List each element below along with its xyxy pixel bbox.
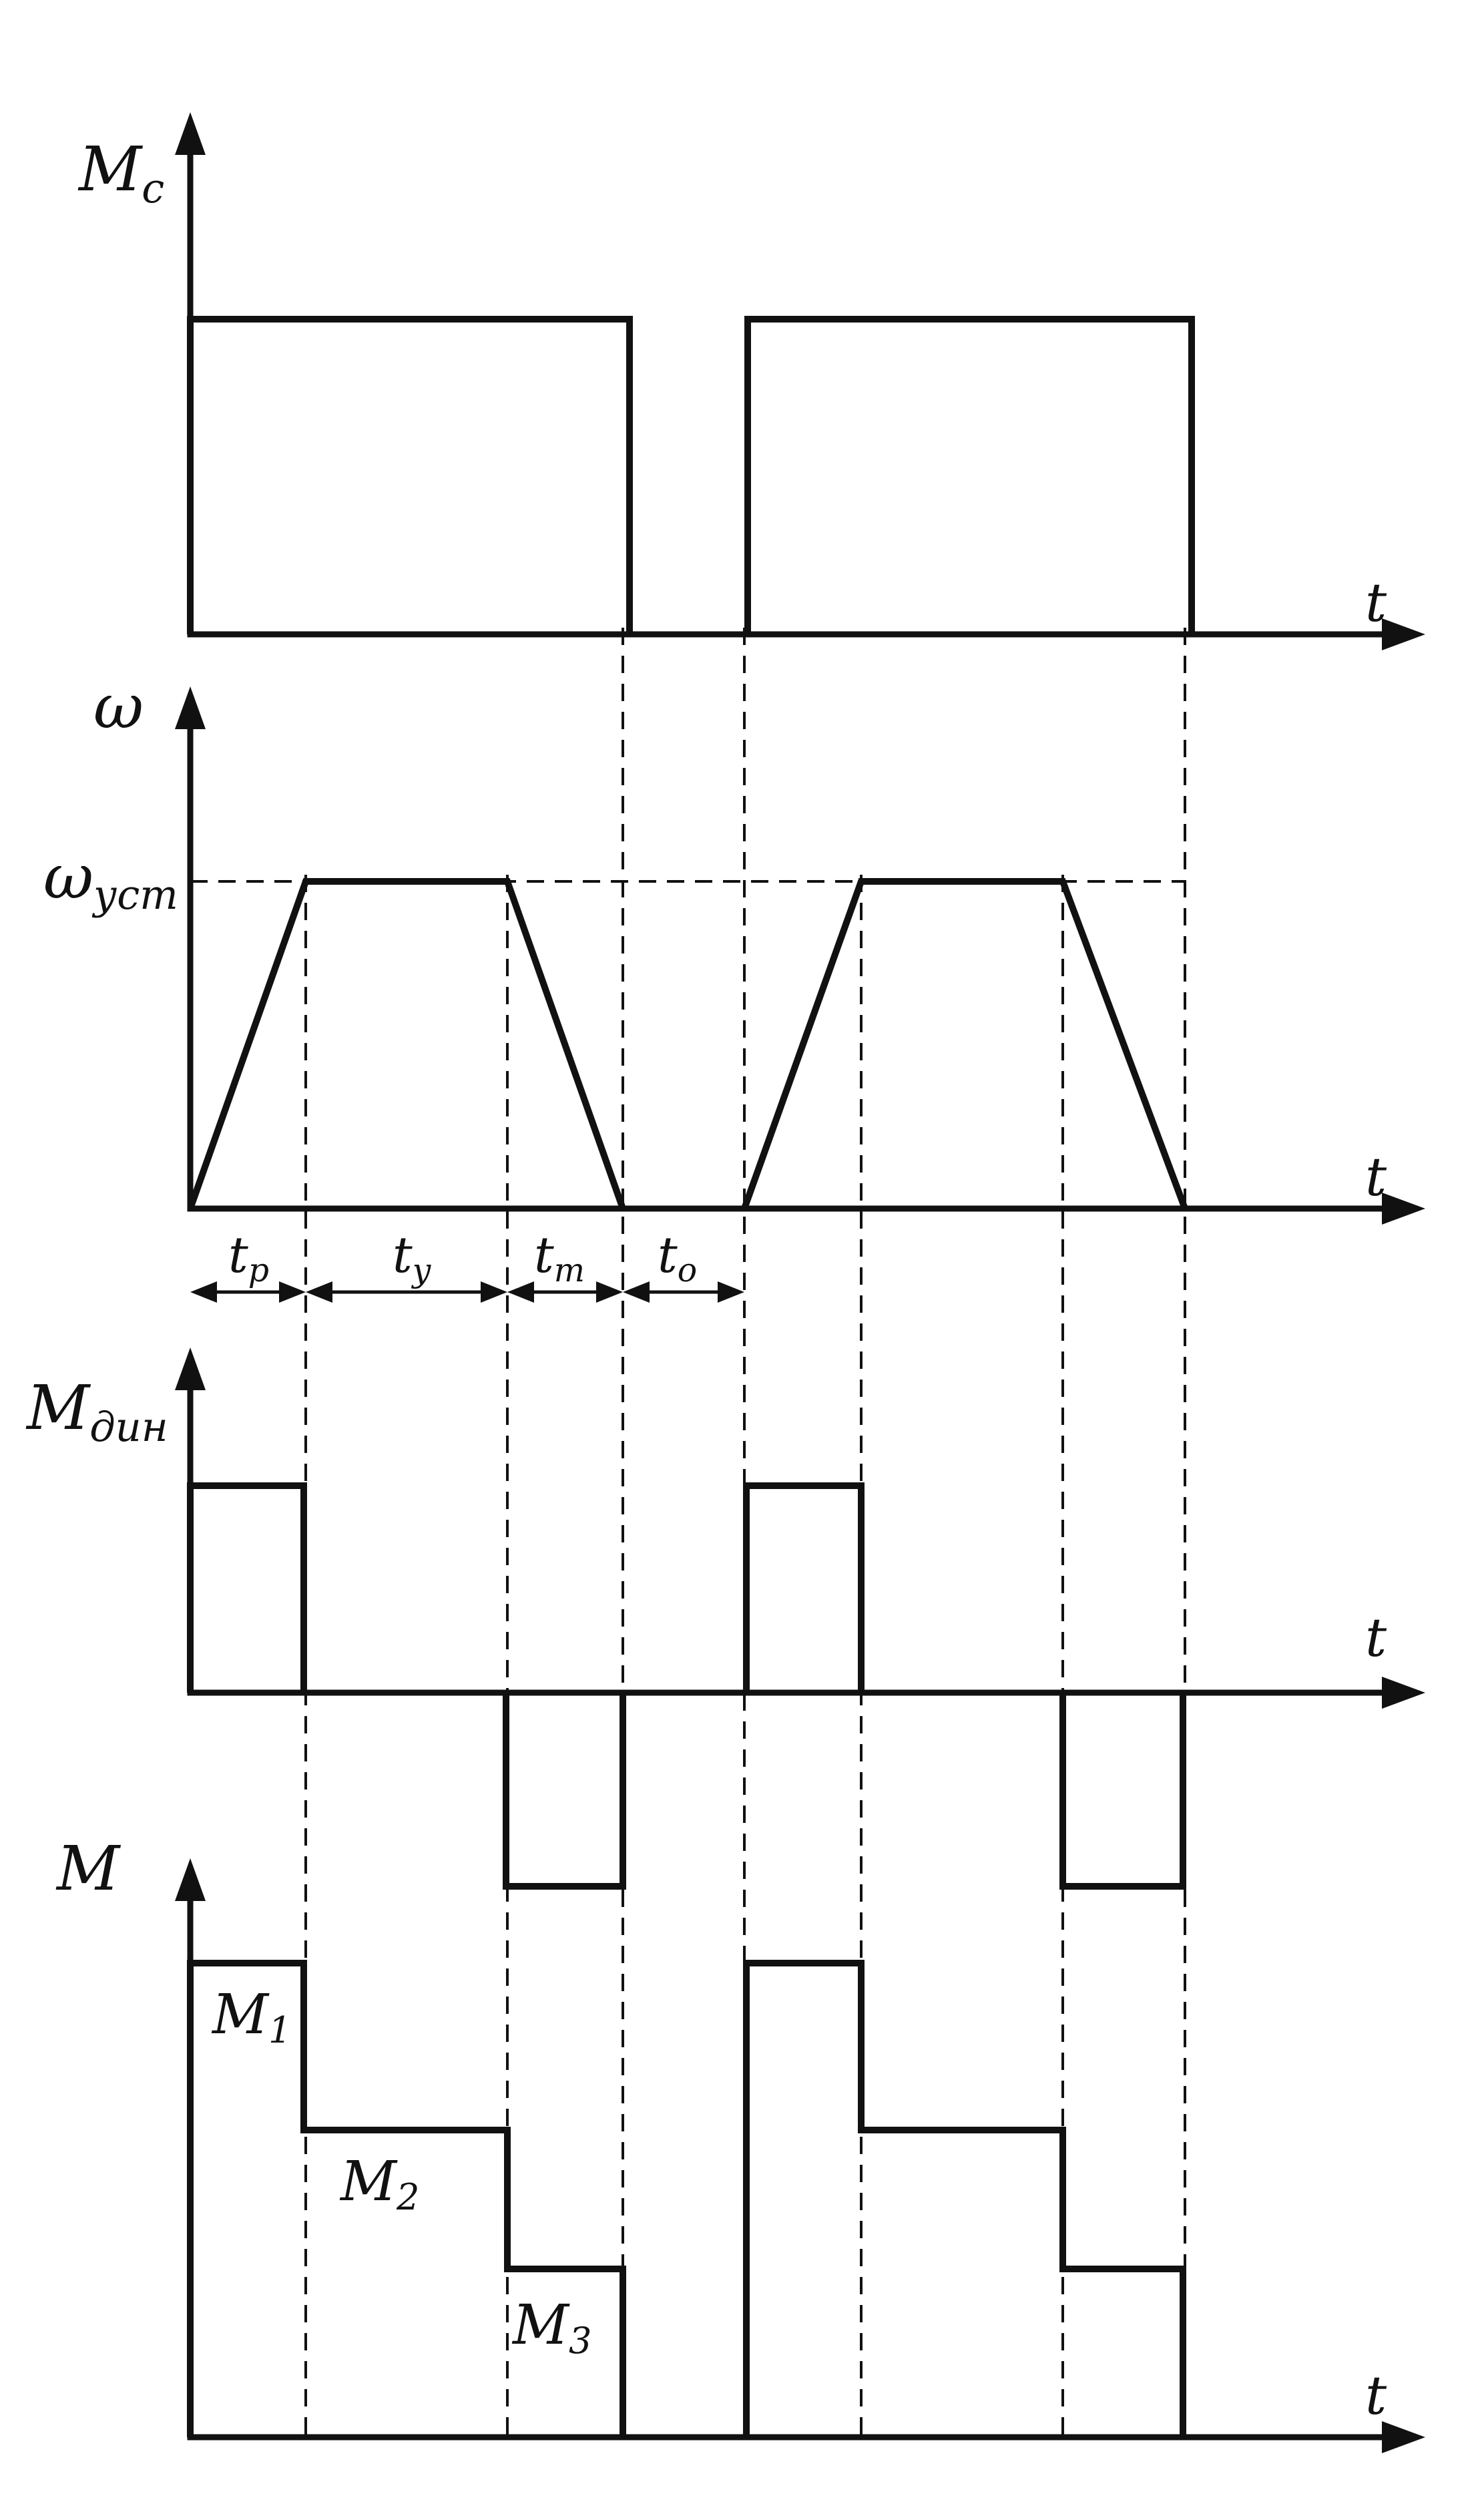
- load-torque-time-label: t: [1365, 572, 1387, 634]
- arrowhead-icon: [1382, 618, 1425, 650]
- motor-torque-trace: [187, 1960, 626, 2437]
- double-arrow-icon: [481, 1281, 507, 1303]
- load-torque-trace: [187, 316, 633, 634]
- double-arrow-icon: [190, 1281, 217, 1303]
- dynamic-torque-trace: [743, 1482, 865, 1693]
- speed-time-label: t: [1365, 1146, 1387, 1208]
- steady-speed-label: ωуст: [43, 841, 178, 919]
- speed-trace: [741, 878, 1188, 1210]
- interval-label-p: tp: [228, 1227, 269, 1289]
- arrowhead-icon: [1382, 2421, 1425, 2453]
- speed-axis-label: ω: [93, 671, 144, 743]
- guide-lines: [190, 628, 1186, 2437]
- arrowhead-icon: [175, 1858, 206, 1901]
- step-label-m3: M3: [511, 2294, 591, 2362]
- step-label-m1: M1: [211, 1983, 291, 2051]
- arrowhead-icon: [175, 1347, 206, 1390]
- interval-markers: tp ty tm to: [190, 1227, 744, 1303]
- panel-dynamic-torque: Mдин t: [25, 1347, 1425, 1890]
- double-arrow-icon: [279, 1281, 306, 1303]
- motor-torque-trace: [743, 1960, 1186, 2437]
- load-torque-axis-label: Mc: [77, 134, 164, 212]
- double-arrow-icon: [596, 1281, 623, 1303]
- arrowhead-icon: [175, 686, 206, 729]
- double-arrow-icon: [623, 1281, 650, 1303]
- dynamic-torque-trace: [187, 1482, 307, 1693]
- panel-speed: ω ωуст t: [43, 671, 1425, 1225]
- double-arrow-icon: [507, 1281, 534, 1303]
- load-torque-trace: [744, 316, 1195, 634]
- dynamic-torque-axis-label: Mдин: [25, 1372, 168, 1451]
- arrowhead-icon: [175, 112, 206, 155]
- motor-torque-time-label: t: [1365, 2364, 1387, 2427]
- arrowhead-icon: [1382, 1677, 1425, 1709]
- interval-label-y: ty: [393, 1227, 432, 1289]
- interval-label-m: tm: [534, 1227, 585, 1289]
- dynamic-torque-trace: [503, 1693, 626, 1890]
- arrowhead-icon: [1382, 1193, 1425, 1225]
- dynamic-torque-time-label: t: [1365, 1607, 1387, 1669]
- dynamic-torque-trace: [1059, 1693, 1186, 1890]
- panel-motor-torque: M M1 M2 M3 t: [55, 1833, 1425, 2453]
- double-arrow-icon: [306, 1281, 332, 1303]
- interval-label-o: to: [658, 1227, 697, 1289]
- panel-load-torque: Mc t: [77, 112, 1425, 650]
- step-label-m2: M2: [339, 2150, 419, 2218]
- speed-trace: [187, 878, 626, 1210]
- motor-torque-axis-label: M: [55, 1833, 121, 1904]
- double-arrow-icon: [718, 1281, 744, 1303]
